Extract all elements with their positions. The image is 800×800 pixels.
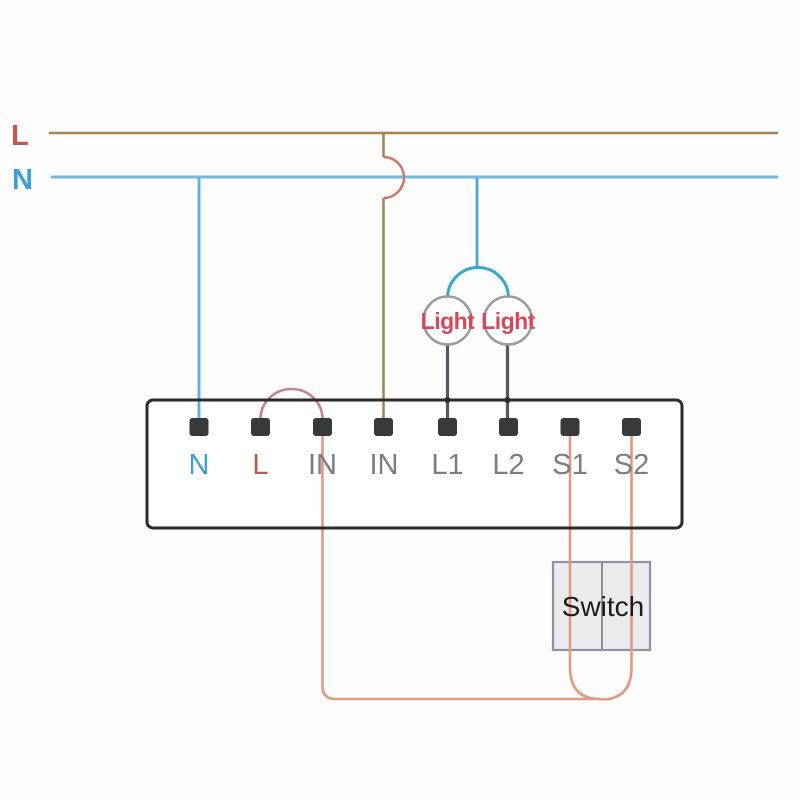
- terminal-label-n: N: [189, 449, 210, 481]
- crossover-hop-arc: [383, 155, 406, 200]
- light-bulb-left-label: Light: [421, 308, 476, 334]
- terminal-l2: [499, 418, 518, 436]
- terminal-label-l2: L2: [492, 449, 524, 481]
- terminal-in1: [313, 418, 332, 436]
- s2-return-wire: [600, 436, 633, 701]
- live-bus-label: L: [11, 120, 29, 152]
- terminal-label-in2: IN: [370, 449, 399, 481]
- s1-return-wire: [568, 436, 601, 701]
- terminal-in2: [374, 418, 393, 436]
- terminal-label-s2: S2: [614, 449, 649, 481]
- relay-box-body: [147, 400, 682, 528]
- terminal-label-in1: IN: [308, 449, 337, 481]
- light-bulb-right-label: Light: [481, 308, 536, 334]
- light-bulb-left: [422, 295, 473, 346]
- terminal-n: [189, 418, 209, 436]
- terminal-l1: [438, 418, 457, 436]
- neutral-bus-label: N: [12, 164, 33, 196]
- terminal-label-l1: L1: [431, 449, 463, 481]
- relay-box-border: [145, 398, 684, 530]
- in-to-switch-wire: [321, 436, 601, 701]
- light-bulb-right: [482, 295, 534, 346]
- terminal-label-s1: S1: [552, 449, 587, 481]
- l-to-in-jumper-arc: [259, 387, 324, 420]
- terminal-l: [251, 418, 270, 436]
- lights-junction-arc: [446, 266, 510, 299]
- terminal-label-l: L: [252, 449, 268, 481]
- wall-switch-label: Switch: [562, 591, 644, 622]
- terminal-s2: [622, 418, 641, 436]
- terminal-s1: [560, 418, 580, 436]
